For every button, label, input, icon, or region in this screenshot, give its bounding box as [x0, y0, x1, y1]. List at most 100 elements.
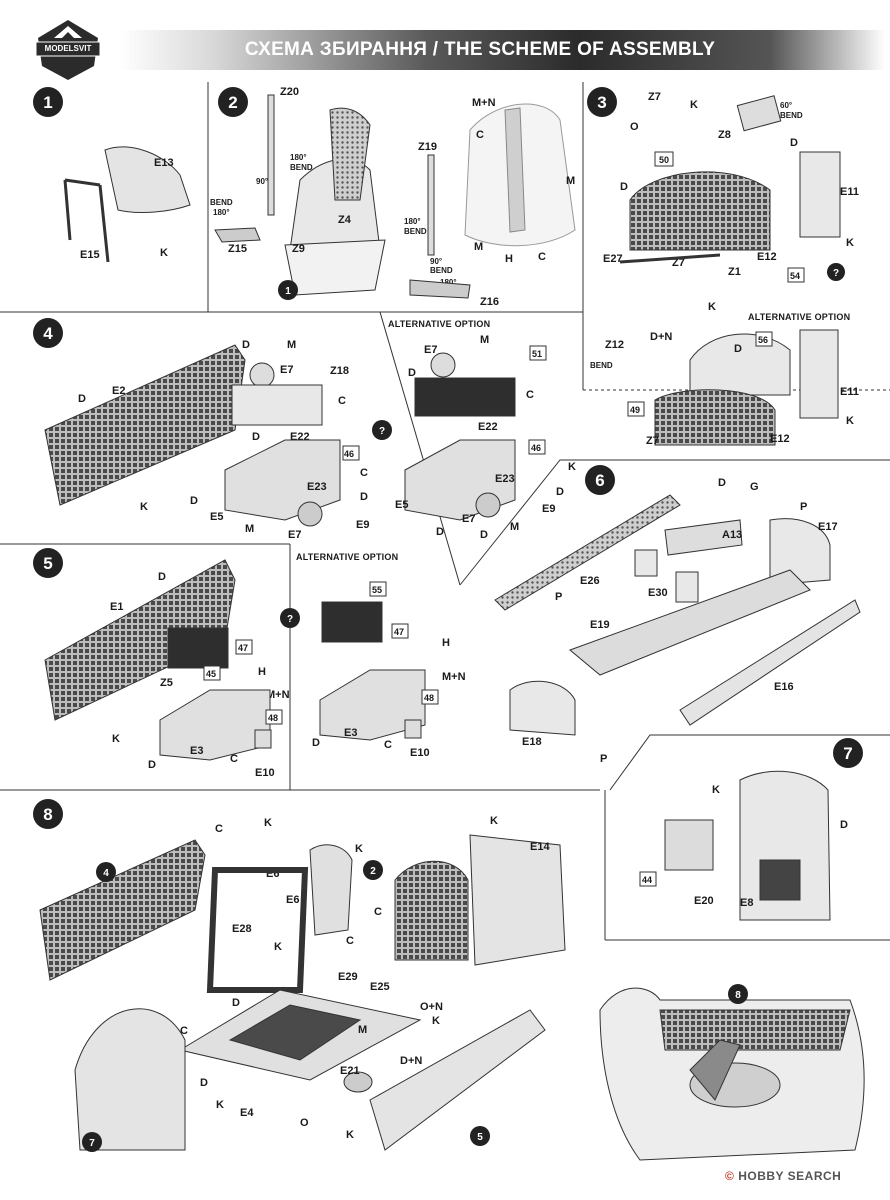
svg-text:E1: E1 — [110, 601, 123, 613]
svg-text:?: ? — [287, 614, 293, 625]
svg-text:E16: E16 — [774, 681, 794, 693]
svg-text:E25: E25 — [370, 981, 390, 993]
svg-text:8: 8 — [43, 805, 52, 824]
svg-text:44: 44 — [642, 875, 652, 885]
svg-text:C: C — [476, 129, 484, 141]
svg-text:O+N: O+N — [420, 1001, 443, 1013]
svg-text:K: K — [712, 784, 720, 796]
svg-text:M: M — [287, 339, 296, 351]
svg-text:56: 56 — [758, 335, 768, 345]
svg-text:D: D — [242, 339, 250, 351]
panel-dividers — [0, 82, 890, 941]
svg-text:P: P — [600, 753, 607, 765]
svg-text:D: D — [620, 181, 628, 193]
svg-text:BEND: BEND — [404, 227, 427, 236]
svg-text:D: D — [200, 1077, 208, 1089]
svg-text:D+N: D+N — [400, 1055, 422, 1067]
svg-text:H: H — [505, 253, 513, 265]
logo-text: MODELSVIT — [44, 44, 92, 53]
svg-text:M+N: M+N — [266, 689, 290, 701]
svg-text:E8: E8 — [740, 897, 753, 909]
svg-text:E12: E12 — [770, 433, 790, 445]
svg-text:3: 3 — [597, 93, 606, 112]
svg-text:180°: 180° — [404, 217, 421, 226]
svg-text:D+N: D+N — [650, 331, 672, 343]
svg-text:60°: 60° — [780, 101, 792, 110]
svg-text:Z20: Z20 — [280, 86, 299, 98]
svg-text:P: P — [800, 501, 807, 513]
svg-text:K: K — [846, 415, 854, 427]
svg-text:D: D — [78, 393, 86, 405]
svg-text:D: D — [556, 486, 564, 498]
svg-text:C: C — [538, 251, 546, 263]
svg-text:4: 4 — [43, 324, 53, 343]
svg-text:7: 7 — [89, 1138, 95, 1149]
svg-text:E5: E5 — [210, 511, 223, 523]
svg-text:K: K — [160, 247, 168, 259]
svg-text:ALTERNATIVE OPTION: ALTERNATIVE OPTION — [296, 552, 398, 562]
svg-text:BEND: BEND — [290, 163, 313, 172]
svg-text:E23: E23 — [307, 481, 327, 493]
svg-text:K: K — [432, 1015, 440, 1027]
svg-text:46: 46 — [344, 449, 354, 459]
step-6: 6 D G A13 P E17 E26 E30 P E19 E16 E18 P — [494, 465, 861, 765]
svg-text:E22: E22 — [478, 421, 498, 433]
svg-text:180°: 180° — [440, 278, 457, 287]
svg-text:E26: E26 — [580, 575, 600, 587]
svg-text:ALTERNATIVE OPTION: ALTERNATIVE OPTION — [388, 319, 490, 329]
svg-text:45: 45 — [206, 669, 216, 679]
svg-text:E28: E28 — [232, 923, 252, 935]
svg-text:E2: E2 — [112, 385, 125, 397]
svg-text:E6: E6 — [286, 894, 299, 906]
svg-text:O: O — [630, 121, 639, 133]
svg-text:K: K — [274, 941, 282, 953]
svg-text:E11: E11 — [840, 386, 859, 398]
svg-text:K: K — [346, 1129, 354, 1141]
svg-text:E19: E19 — [590, 619, 610, 631]
svg-text:K: K — [112, 733, 120, 745]
svg-text:46: 46 — [531, 443, 541, 453]
svg-text:BEND: BEND — [430, 266, 453, 275]
svg-text:6: 6 — [595, 471, 604, 490]
step-1: 1 E13 E15 K — [33, 87, 191, 263]
svg-text:E29: E29 — [338, 971, 358, 983]
svg-text:K: K — [846, 237, 854, 249]
svg-text:90°: 90° — [256, 177, 268, 186]
svg-text:E20: E20 — [694, 895, 714, 907]
svg-text:Z19: Z19 — [418, 141, 437, 153]
svg-text:2: 2 — [370, 866, 376, 877]
svg-text:Z4: Z4 — [338, 214, 352, 226]
svg-text:E11: E11 — [840, 186, 859, 198]
title-bar — [120, 30, 885, 70]
svg-text:K: K — [216, 1099, 224, 1111]
svg-text:48: 48 — [424, 693, 434, 703]
hobby-search-watermark: © HOBBY SEARCH — [725, 1169, 842, 1183]
svg-text:C: C — [180, 1025, 188, 1037]
svg-text:C: C — [384, 739, 392, 751]
svg-text:Z1: Z1 — [728, 266, 741, 278]
svg-text:54: 54 — [790, 271, 800, 281]
svg-text:E15: E15 — [80, 249, 100, 261]
step-7: 7 K D 44 E20 E8 — [639, 738, 863, 921]
svg-text:C: C — [374, 906, 382, 918]
svg-text:5: 5 — [477, 1132, 483, 1143]
svg-text:E18: E18 — [522, 736, 542, 748]
svg-text:H: H — [442, 637, 450, 649]
svg-text:E7: E7 — [288, 529, 301, 541]
svg-text:Z18: Z18 — [330, 365, 349, 377]
svg-text:K: K — [690, 99, 698, 111]
svg-text:180°: 180° — [290, 153, 307, 162]
svg-text:A13: A13 — [722, 529, 742, 541]
svg-text:D: D — [734, 343, 742, 355]
svg-text:E10: E10 — [410, 747, 430, 759]
svg-text:Z7: Z7 — [648, 91, 661, 103]
svg-text:C: C — [526, 389, 534, 401]
svg-text:E27: E27 — [603, 253, 623, 265]
svg-text:E23: E23 — [495, 473, 515, 485]
svg-text:ALTERNATIVE OPTION: ALTERNATIVE OPTION — [748, 312, 850, 322]
svg-text:M: M — [245, 523, 254, 535]
svg-text:E12: E12 — [757, 251, 777, 263]
svg-text:Z7: Z7 — [672, 257, 685, 269]
svg-text:D: D — [312, 737, 320, 749]
